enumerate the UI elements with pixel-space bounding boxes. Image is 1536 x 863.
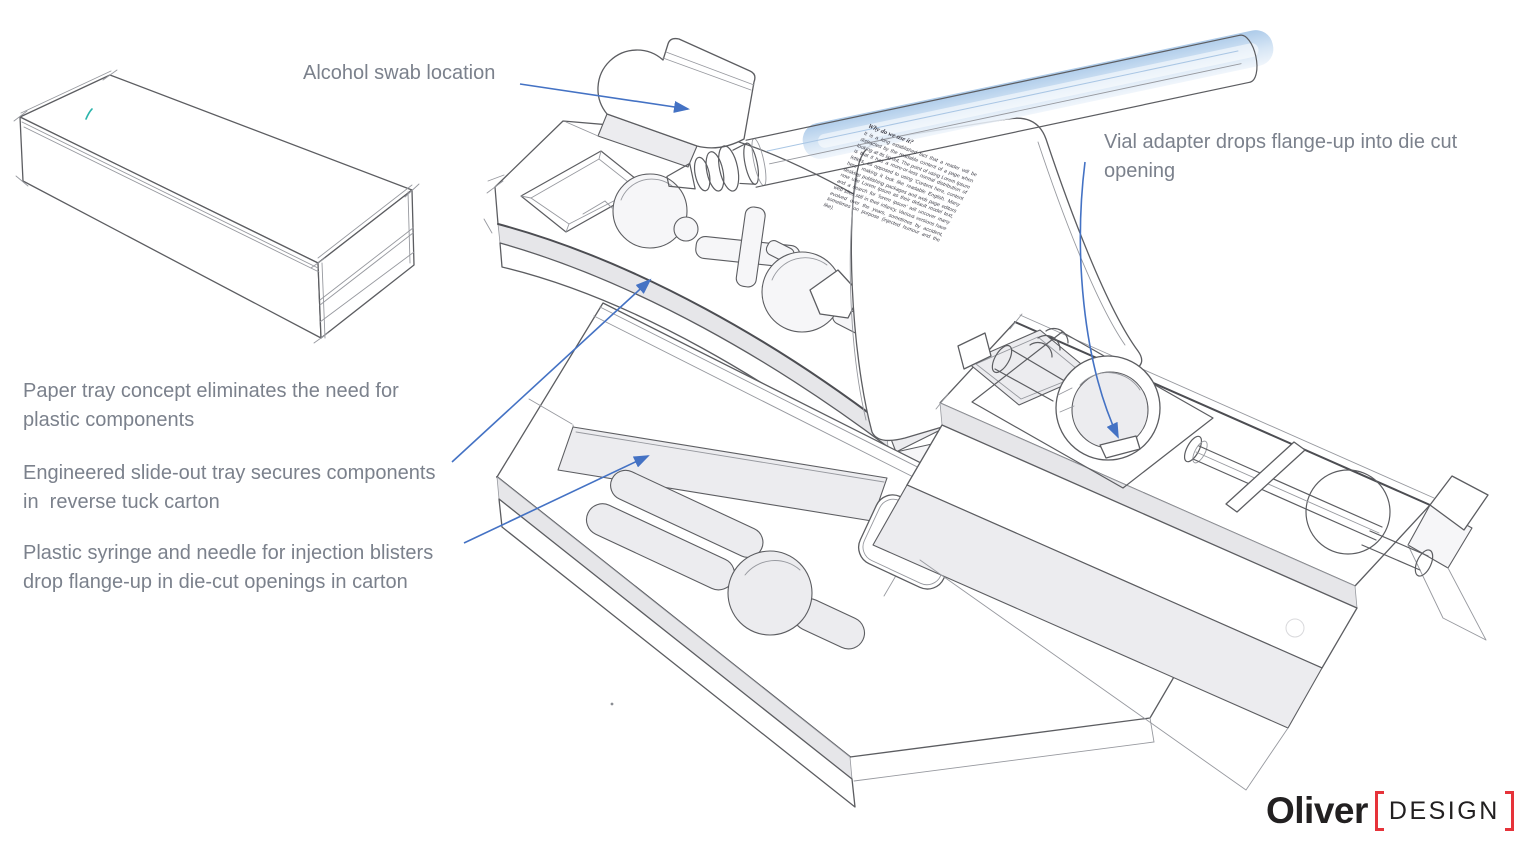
teal-pen-mark <box>85 108 93 120</box>
slide-out-tray-sketch <box>496 302 1214 808</box>
oliver-design-logo: Oliver DESIGN <box>1266 790 1514 832</box>
logo-left-bracket-icon <box>1374 791 1384 831</box>
alcohol-swab-arrow <box>519 83 690 113</box>
spoon-slot <box>585 503 866 650</box>
closed-carton-sketch <box>13 69 420 344</box>
die-cut-circle <box>1305 469 1391 555</box>
leader-arrows <box>451 83 1119 544</box>
logo-brand-text: Oliver <box>1266 790 1368 831</box>
vial-adapter-opening <box>971 331 1214 489</box>
slide-out-arrow <box>451 278 652 463</box>
die-cut-blob-1 <box>612 173 688 249</box>
syringe-barrel <box>745 34 1251 188</box>
label-alcohol-swab: Alcohol swab location <box>303 62 496 84</box>
end-fold-2 <box>1429 475 1489 531</box>
tray-syringe-sketch <box>1183 435 1434 577</box>
logo-bracket-group: DESIGN <box>1374 790 1514 832</box>
syringe-blisters-arrow <box>463 455 650 544</box>
needle-cap <box>1414 549 1434 577</box>
syringe-tip <box>666 162 696 190</box>
label-paper-tray: Paper tray concept eliminates the need f… <box>23 380 405 431</box>
vial-adapter-arrow <box>1079 161 1119 439</box>
logo-bracket-word: DESIGN <box>1388 796 1500 825</box>
label-vial-adapter: Vial adapter drops flange-up into die cu… <box>1104 131 1463 182</box>
vial-tray-sketch <box>872 313 1489 791</box>
label-slide-out-tray: Engineered slide-out tray secures compon… <box>23 462 442 513</box>
pen-speck <box>610 702 614 706</box>
punch-hole <box>1285 618 1305 638</box>
plunger-bar <box>1225 441 1306 513</box>
pill-slot <box>610 469 764 558</box>
label-syringe-blisters: Plastic syringe and needle for injection… <box>23 542 439 593</box>
syringe-sketch <box>666 30 1274 192</box>
logo-right-bracket-icon <box>1504 791 1514 831</box>
alcohol-swab-flap <box>565 37 756 168</box>
